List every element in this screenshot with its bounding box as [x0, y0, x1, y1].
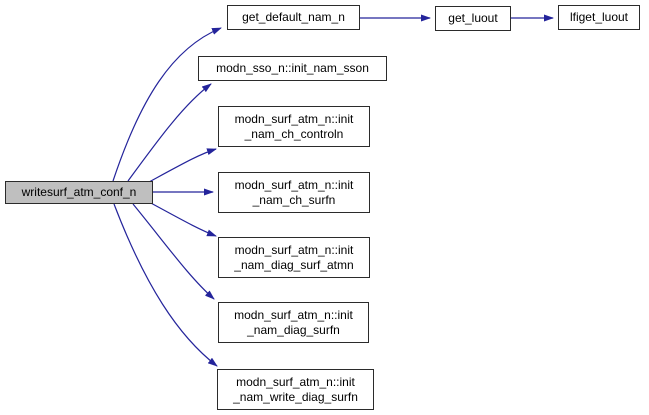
node-init-nam-ch-controln[interactable]: modn_surf_atm_n::init _nam_ch_controln — [218, 106, 370, 147]
edge-writesurf-to-init-nam-diag-surf-atmn — [148, 201, 217, 237]
node-init-nam-write-diag-surfn[interactable]: modn_surf_atm_n::init _nam_write_diag_su… — [217, 369, 374, 410]
node-label: writesurf_atm_conf_n — [21, 185, 137, 199]
node-label: get_luout — [448, 11, 498, 25]
node-get-default-nam-n[interactable]: get_default_nam_n — [227, 5, 360, 30]
node-lfiget-luout[interactable]: lfiget_luout — [558, 5, 640, 30]
node-init-nam-diag-surfn[interactable]: modn_surf_atm_n::init _nam_diag_surfn — [218, 302, 369, 343]
edge-writesurf-to-init-nam-ch-controln — [148, 148, 217, 183]
node-init-nam-diag-surf-atmn[interactable]: modn_surf_atm_n::init _nam_diag_surf_atm… — [218, 237, 370, 278]
node-label: modn_surf_atm_n::init _nam_ch_controln — [234, 111, 354, 141]
node-label: get_default_nam_n — [242, 10, 345, 24]
node-init-nam-ch-surfn[interactable]: modn_surf_atm_n::init _nam_ch_surfn — [218, 172, 370, 213]
edge-writesurf-to-init-nam-diag-surfn — [132, 203, 215, 300]
node-label: modn_surf_atm_n::init _nam_diag_surf_atm… — [234, 242, 354, 272]
node-init-nam-sson[interactable]: modn_sso_n::init_nam_sson — [198, 56, 387, 81]
edge-writesurf-to-get-default-nam-n — [112, 27, 222, 182]
edge-writesurf-to-init-nam-write-diag-surfn — [113, 203, 218, 367]
node-label: modn_sso_n::init_nam_sson — [216, 61, 369, 75]
node-label: modn_surf_atm_n::init _nam_write_diag_su… — [233, 374, 358, 404]
node-get-luout[interactable]: get_luout — [435, 6, 511, 31]
edge-writesurf-to-init-nam-sson — [127, 83, 212, 182]
node-label: lfiget_luout — [569, 10, 629, 24]
node-writesurf-atm-conf-n[interactable]: writesurf_atm_conf_n — [5, 181, 153, 204]
node-label: modn_surf_atm_n::init _nam_ch_surfn — [234, 177, 354, 207]
node-label: modn_surf_atm_n::init _nam_diag_surfn — [234, 307, 353, 337]
